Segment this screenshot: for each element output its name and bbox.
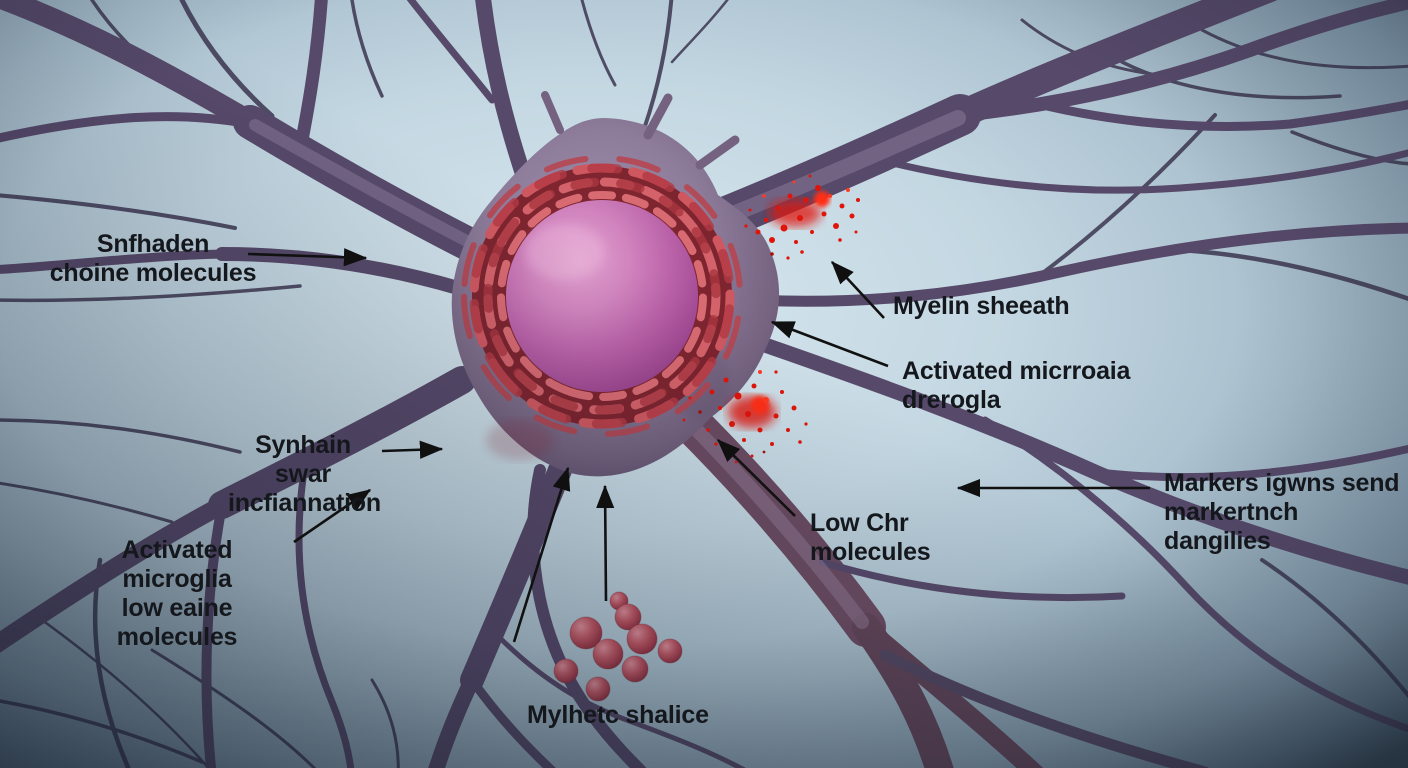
arrow-activated-microglia-left: [293, 488, 372, 544]
arrow-synhain: [381, 440, 444, 459]
label-myelin-sheath: Myelin sheeath: [893, 292, 1070, 321]
label-line: molecules: [810, 538, 931, 566]
label-line: drerogla: [902, 386, 1001, 414]
label-line: Myelin sheeath: [893, 292, 1070, 320]
label-line: Synhain swar: [255, 431, 351, 488]
arrow-long-left: [512, 466, 571, 643]
arrow-long-right: [596, 484, 615, 602]
label-line: Mylhetc shalice: [527, 701, 709, 729]
label-line: Low Chr: [810, 509, 909, 537]
label-activated-microglia-right: Activated micrroaia drerogla: [902, 357, 1130, 415]
label-line: incfiannation: [228, 489, 381, 517]
label-line: markertnch dangilies: [1164, 498, 1299, 555]
arrow-myelin-sheath: [831, 261, 885, 319]
label-line: Activated micrroaia: [902, 357, 1131, 385]
annotation-arrows: [247, 248, 1150, 643]
label-line: Activated microglia: [121, 536, 233, 593]
label-line: choine molecules: [49, 259, 257, 287]
label-line: Snfhaden: [96, 230, 210, 258]
label-markers-dangilies: Markers igwns send markertnch dangilies: [1164, 469, 1408, 556]
label-activated-microglia-left: Activated microglia low eaine molecules: [66, 536, 288, 652]
label-mylhetc-shalice: Mylhetc shalice: [527, 701, 709, 730]
arrow-snfhaden: [247, 248, 368, 267]
arrow-low-chr: [717, 439, 796, 517]
label-snfhaden-choine-molecules: Snfhaden choine molecules: [48, 230, 258, 288]
label-line: Markers igwns send: [1164, 469, 1400, 497]
label-line: low eaine molecules: [116, 594, 238, 651]
label-synhain-incfiannation: Synhain swar incfiannation: [228, 431, 381, 518]
arrow-activated-microglia-right: [770, 320, 889, 368]
label-low-chr-molecules: Low Chr molecules: [810, 509, 931, 567]
